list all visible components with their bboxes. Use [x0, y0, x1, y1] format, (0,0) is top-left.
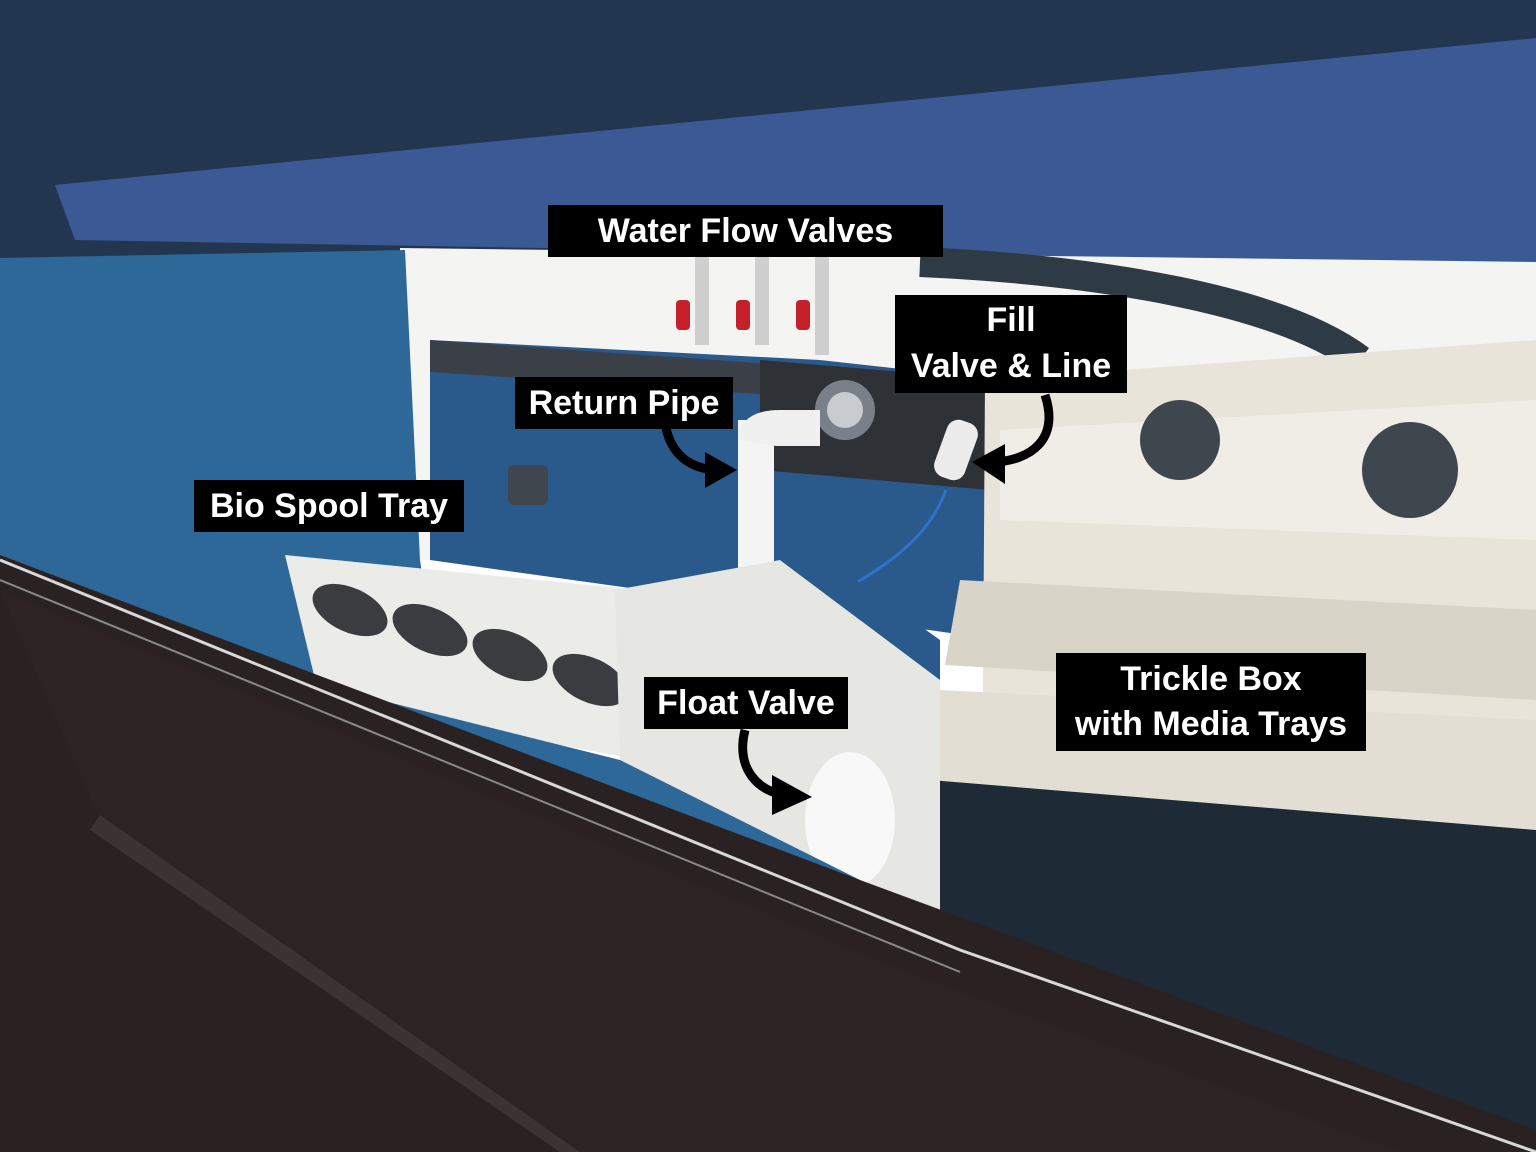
label-text: with Media Trays [1074, 705, 1348, 743]
label-text: Valve & Line [910, 347, 1112, 385]
label-text: Water Flow Valves [597, 212, 894, 250]
valves-group [676, 255, 829, 355]
label-trickle-box: Trickle Box with Media Trays [1056, 653, 1366, 751]
label-text: Trickle Box [1120, 660, 1302, 698]
label-text: Float Valve [657, 684, 835, 722]
label-fill-valve-line: Fill Valve & Line [895, 295, 1127, 393]
label-bio-spool-tray: Bio Spool Tray [194, 480, 464, 532]
label-text: Bio Spool Tray [209, 487, 449, 525]
label-text: Fill [986, 301, 1036, 339]
label-text: Return Pipe [528, 384, 720, 422]
label-return-pipe: Return Pipe [515, 377, 733, 429]
label-float-valve: Float Valve [644, 677, 848, 729]
label-water-flow-valves: Water Flow Valves [548, 205, 943, 257]
